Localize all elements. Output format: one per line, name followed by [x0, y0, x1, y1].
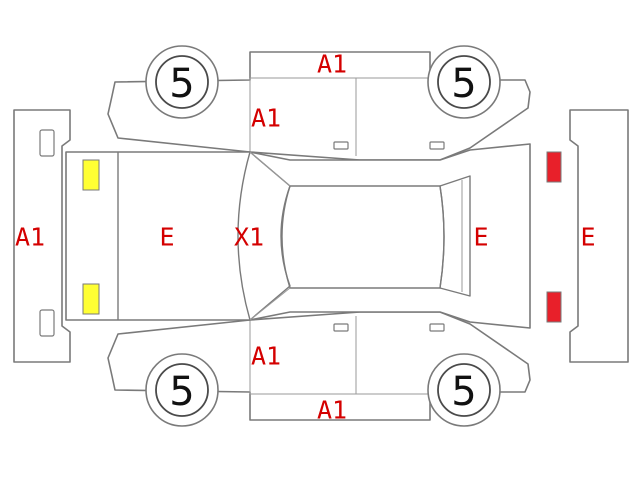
rear-lamp-upper	[546, 151, 562, 183]
wheel-front-left: 5	[145, 45, 219, 119]
code-front-fender-bottom: A1	[251, 342, 281, 371]
front-bumper-slot-lower	[39, 309, 55, 337]
front-lamp-lower	[82, 283, 100, 315]
tire-front-left-label: 5	[169, 61, 194, 107]
code-rear-window: E	[473, 223, 488, 252]
door-handle-front-bottom	[333, 323, 349, 332]
code-windshield: X1	[234, 223, 264, 252]
code-front-fender-top: A1	[251, 104, 281, 133]
wheel-front-right: 5	[145, 353, 219, 427]
door-handle-front-top	[333, 141, 349, 150]
car-top-body	[65, 143, 531, 329]
rear-window-outline	[439, 175, 471, 297]
wheel-rear-right: 5	[427, 353, 501, 427]
code-rear-bumper: E	[580, 223, 595, 252]
rear-bumper-panel	[569, 109, 629, 363]
tire-front-right-label: 5	[169, 369, 194, 415]
rear-lamp-lower	[546, 291, 562, 323]
code-hood: E	[159, 223, 174, 252]
car-side-top	[107, 51, 531, 161]
front-bumper-slot-upper	[39, 129, 55, 157]
code-roof-top: A1	[317, 50, 347, 79]
wheel-rear-left: 5	[427, 45, 501, 119]
door-handle-rear-bottom	[429, 323, 445, 332]
tire-rear-right-label: 5	[451, 369, 476, 415]
tire-rear-left-label: 5	[451, 61, 476, 107]
front-bumper-panel	[13, 109, 71, 363]
code-rocker-bottom: A1	[317, 396, 347, 425]
door-handle-rear-top	[429, 141, 445, 150]
front-lamp-upper	[82, 159, 100, 191]
code-front-bumper: A1	[15, 223, 45, 252]
